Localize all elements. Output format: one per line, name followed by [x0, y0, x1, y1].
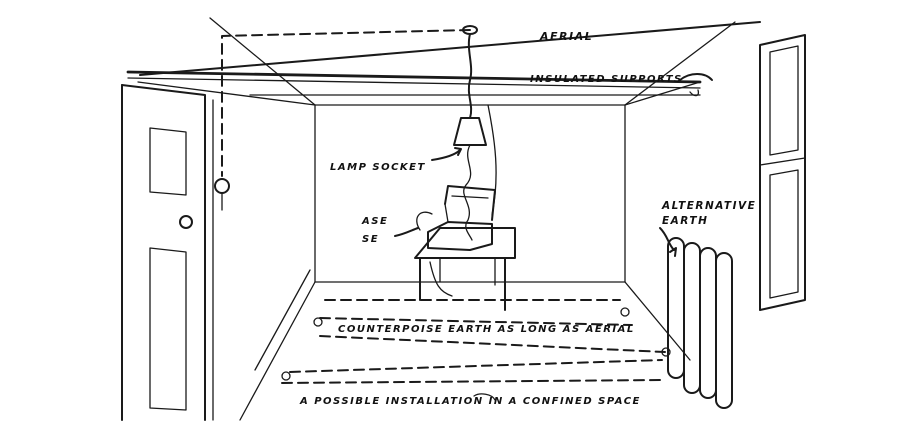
label-aerial: AERIAL [539, 30, 593, 43]
label-earth: EARTH [662, 215, 708, 227]
label-lamp-socket: LAMP SOCKET [330, 162, 426, 173]
lead-in-wire [214, 29, 471, 211]
door [121, 84, 214, 421]
table-top [414, 227, 516, 259]
table [414, 227, 516, 311]
label-case-partial: ASE [361, 216, 388, 227]
lamp [453, 25, 497, 241]
label-case-partial-2: SE [362, 234, 379, 245]
wall-socket [214, 178, 230, 194]
counterpoise-earth [281, 299, 671, 384]
label-counterpoise: COUNTERPOISE EARTH AS LONG AS AERIAL [338, 324, 635, 335]
caption: A POSSIBLE INSTALLATION IN A CONFINED SP… [299, 396, 641, 407]
radiator [659, 227, 733, 409]
annotation-arrows [394, 147, 496, 401]
door-knob [179, 215, 193, 229]
label-alternative: ALTERNATIVE [661, 200, 756, 212]
aerial-wire [126, 21, 761, 106]
radio-set [416, 185, 496, 251]
window [759, 34, 806, 311]
label-insulated-supports: INSULATED SUPPORTS [530, 74, 683, 85]
lamp-shade [453, 117, 487, 146]
